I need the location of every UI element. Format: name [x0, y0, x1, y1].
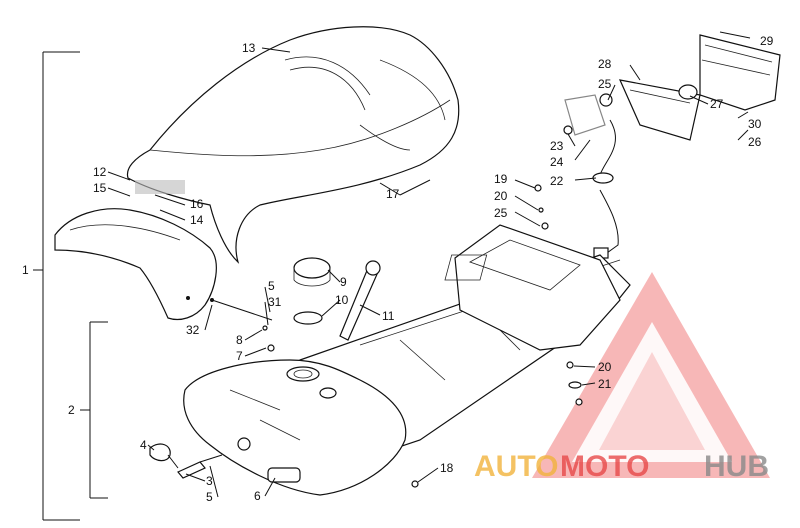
taillight-assembly	[564, 34, 781, 259]
storage-box	[444, 224, 621, 351]
watermark-triangle-inner	[572, 322, 732, 462]
fuel-cap	[293, 257, 331, 287]
group-label-1: 1	[22, 263, 29, 277]
seat-front-panel	[54, 208, 217, 321]
part-label: 12	[93, 165, 107, 179]
part-label: 4	[140, 438, 147, 452]
part-labels: 13 12 15 16 14 17 29 28 25 27 30 26 23 2…	[93, 34, 774, 504]
part-label: 17	[386, 187, 400, 201]
watermark-word-moto: MOTO	[560, 450, 649, 483]
part-label: 5	[268, 279, 275, 293]
part-label: 28	[598, 57, 612, 71]
part-label: 15	[93, 181, 107, 195]
part-label: 5	[206, 490, 213, 504]
fuel-line-rod	[210, 298, 273, 321]
part-label: 18	[440, 461, 454, 475]
group-bracket-2	[80, 321, 108, 499]
part-label: 7	[236, 349, 243, 363]
fuel-cap-gasket	[293, 311, 323, 325]
leader-lines	[107, 31, 751, 498]
part-label: 6	[254, 489, 261, 503]
part-label: 32	[186, 323, 200, 337]
part-label: 11	[382, 309, 395, 323]
part-label: 20	[598, 360, 612, 374]
part-label: 21	[598, 377, 612, 391]
fuel-tank	[183, 359, 407, 496]
watermark-word-auto: AUTO	[474, 450, 558, 483]
group-label-2: 2	[68, 403, 75, 417]
fastener-small	[262, 93, 613, 488]
part-label: 9	[340, 275, 347, 289]
part-label: 8	[236, 333, 243, 347]
fuel-level-tube	[339, 260, 381, 341]
watermark-word-hub: HUB	[704, 450, 769, 483]
part-label: 16	[190, 197, 204, 211]
part-label: 13	[242, 41, 256, 55]
part-label: 23	[550, 139, 564, 153]
group-bracket-1	[33, 51, 80, 521]
watermark-text: AUTO MOTO HUB	[474, 450, 769, 483]
part-label: 31	[268, 295, 282, 309]
part-label: 27	[710, 97, 724, 111]
part-label: 25	[494, 206, 508, 220]
part-label: 24	[550, 155, 564, 169]
part-label: 20	[494, 189, 508, 203]
part-label: 22	[550, 174, 564, 188]
part-label: 19	[494, 172, 508, 186]
seat	[126, 26, 460, 264]
part-label: 25	[598, 77, 612, 91]
part-label: 10	[335, 293, 349, 307]
part-label: 14	[190, 213, 204, 227]
part-label: 30	[748, 117, 762, 131]
watermark-logo	[532, 272, 770, 478]
part-label: 26	[748, 135, 762, 149]
part-label: 3	[206, 474, 213, 488]
part-label: 29	[760, 34, 774, 48]
fuel-line-clamp	[149, 443, 223, 479]
